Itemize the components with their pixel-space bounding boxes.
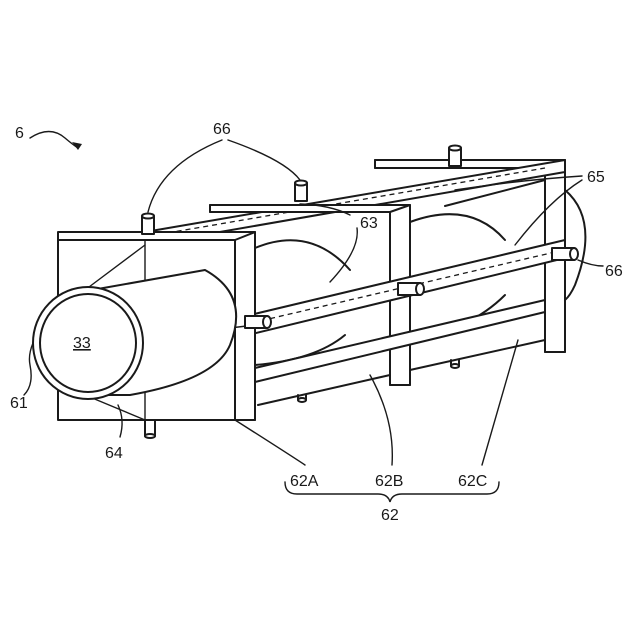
label-fig-6: 6 [15, 125, 24, 142]
label-63: 63 [360, 215, 378, 232]
label-66-right: 66 [605, 263, 623, 280]
label-64: 64 [105, 445, 123, 462]
label-62a: 62A [290, 473, 319, 490]
pin-top-2 [295, 181, 307, 202]
label-pipe-33: 33 [73, 335, 91, 352]
label-62c: 62C [458, 473, 487, 490]
pin-top-3 [449, 146, 461, 167]
pin-side-3 [552, 248, 578, 260]
label-62b: 62B [375, 473, 403, 490]
label-61: 61 [10, 395, 28, 412]
label-66-top: 66 [213, 121, 231, 138]
pipe-far-end [565, 190, 585, 300]
label-62: 62 [381, 507, 399, 524]
pin-bottom-1 [145, 420, 155, 438]
pin-side-2 [398, 283, 424, 295]
pin-side-1 [245, 316, 271, 328]
pin-top-1 [142, 214, 154, 235]
label-65: 65 [587, 169, 605, 186]
